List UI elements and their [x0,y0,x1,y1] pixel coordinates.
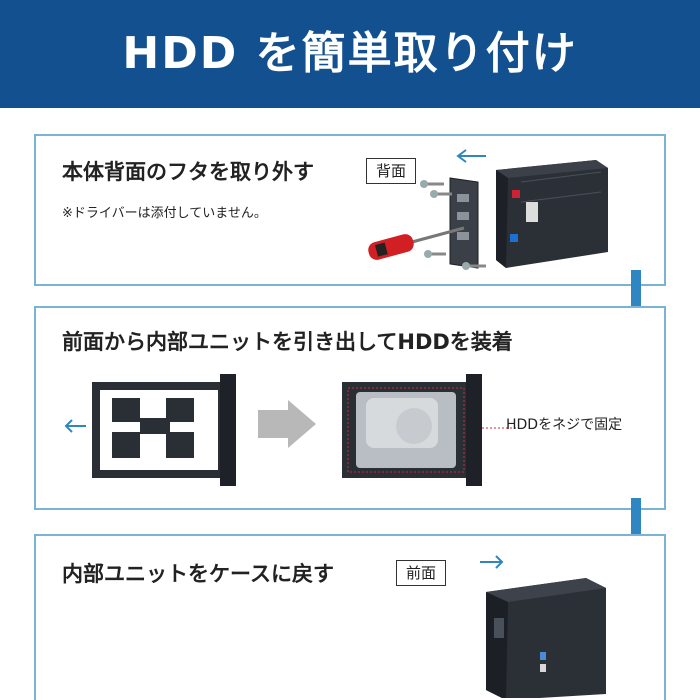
step-title: 内部ユニットをケースに戻す [62,562,334,586]
next-arrow-icon [258,400,316,448]
tray-with-hdd [342,374,482,486]
enclosure-front [486,578,606,698]
cover-plate [449,177,479,269]
front-tag: 前面 [396,560,446,586]
empty-tray [92,374,236,486]
left-arrow-icon [456,149,486,163]
front-case-illustration [480,555,606,698]
screw-icons [420,180,486,270]
step-panel-remove-cover: 本体背面のフタを取り外す 背面 ※ドライバーは添付していません。 [34,134,666,286]
step-title: 本体背面のフタを取り外す [62,160,314,184]
screwdriver-icon [368,226,465,260]
page-title: HDD を簡単取り付け [122,28,578,79]
header-banner: HDD を簡単取り付け [0,0,700,108]
step-panel-return-unit: 内部ユニットをケースに戻す 前面 [34,534,666,700]
driver-note: ※ドライバーは添付していません。 [62,206,267,221]
install-hdd-illustration [64,374,518,486]
rear-cover-illustration [368,149,608,270]
enclosure-body [496,160,608,268]
step-title: 前面から内部ユニットを引き出してHDDを装着 [62,330,513,354]
pull-arrow-icon [64,419,86,433]
rear-tag: 背面 [366,158,416,184]
step-panel-install-hdd: 前面から内部ユニットを引き出してHDDを装着 [34,306,666,510]
hdd-screw-callout: HDDをネジで固定 [506,417,623,433]
push-arrow-icon [480,555,504,569]
